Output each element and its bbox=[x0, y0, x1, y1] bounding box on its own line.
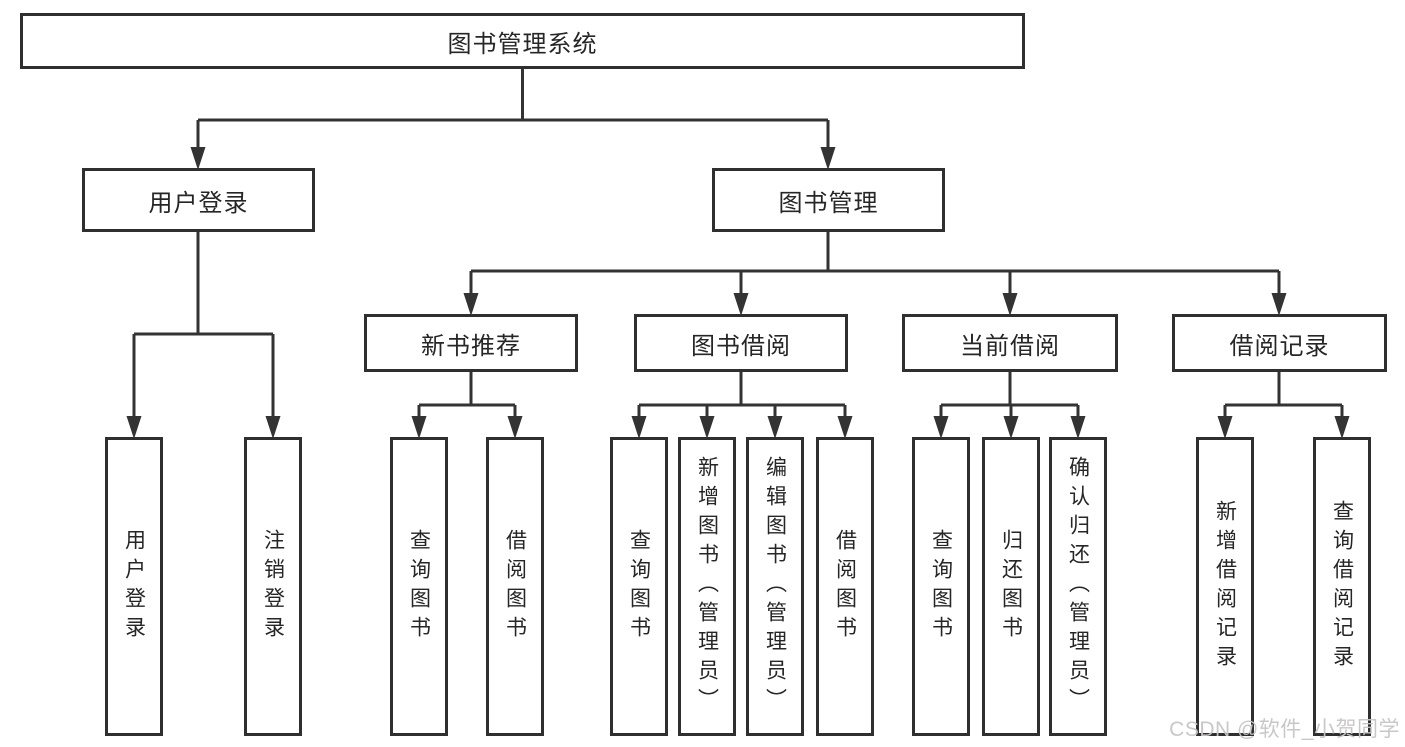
leaf-add-borrow-record: 新增借阅记录 bbox=[1196, 437, 1254, 736]
node-book-borrow-label: 图书借阅 bbox=[691, 332, 791, 360]
node-root-label: 图书管理系统 bbox=[447, 30, 598, 58]
leaf-user-login-label: 用户登录 bbox=[122, 528, 146, 645]
node-root: 图书管理系统 bbox=[20, 13, 1025, 69]
watermark: CSDN @软件_小贺同学 bbox=[1169, 718, 1400, 741]
node-new-book-recommend: 新书推荐 bbox=[364, 314, 578, 372]
leaf-recommend-query-books-label: 查询图书 bbox=[407, 528, 431, 645]
node-book-management-label: 图书管理 bbox=[778, 189, 879, 217]
leaf-confirm-return-admin-label: 确认归还（管理员） bbox=[1066, 456, 1090, 717]
leaf-logout-label: 注销登录 bbox=[261, 528, 285, 645]
node-book-management: 图书管理 bbox=[712, 168, 945, 232]
node-borrow-records: 借阅记录 bbox=[1172, 314, 1387, 372]
node-book-borrow: 图书借阅 bbox=[634, 314, 848, 372]
leaf-return-books: 归还图书 bbox=[982, 437, 1040, 736]
leaf-borrow-query-books: 查询图书 bbox=[610, 437, 668, 736]
leaf-user-login: 用户登录 bbox=[105, 437, 163, 736]
leaf-current-query-books-label: 查询图书 bbox=[929, 528, 953, 645]
leaf-borrow-query-books-label: 查询图书 bbox=[627, 528, 651, 645]
leaf-edit-books-admin: 编辑图书（管理员） bbox=[746, 437, 804, 736]
leaf-query-borrow-record: 查询借阅记录 bbox=[1313, 437, 1371, 736]
leaf-query-borrow-record-label: 查询借阅记录 bbox=[1330, 499, 1354, 674]
leaf-add-borrow-record-label: 新增借阅记录 bbox=[1213, 499, 1237, 674]
leaf-confirm-return-admin: 确认归还（管理员） bbox=[1049, 437, 1107, 736]
node-borrow-records-label: 借阅记录 bbox=[1229, 332, 1330, 360]
leaf-add-books-admin: 新增图书（管理员） bbox=[678, 437, 736, 736]
leaf-add-books-admin-label: 新增图书（管理员） bbox=[695, 456, 719, 717]
leaf-recommend-borrow-books: 借阅图书 bbox=[486, 437, 544, 736]
node-user-login-label: 用户登录 bbox=[148, 189, 249, 217]
node-user-login: 用户登录 bbox=[82, 168, 315, 232]
node-current-borrow-label: 当前借阅 bbox=[960, 332, 1060, 360]
node-new-book-recommend-label: 新书推荐 bbox=[421, 332, 521, 360]
leaf-edit-books-admin-label: 编辑图书（管理员） bbox=[763, 456, 787, 717]
leaf-logout: 注销登录 bbox=[244, 437, 302, 736]
node-current-borrow: 当前借阅 bbox=[902, 314, 1118, 372]
leaf-return-books-label: 归还图书 bbox=[999, 528, 1023, 645]
leaf-current-query-books: 查询图书 bbox=[912, 437, 970, 736]
leaf-recommend-query-books: 查询图书 bbox=[390, 437, 448, 736]
leaf-borrow-books: 借阅图书 bbox=[816, 437, 874, 736]
leaf-recommend-borrow-books-label: 借阅图书 bbox=[503, 528, 527, 645]
leaf-borrow-books-label: 借阅图书 bbox=[833, 528, 857, 645]
